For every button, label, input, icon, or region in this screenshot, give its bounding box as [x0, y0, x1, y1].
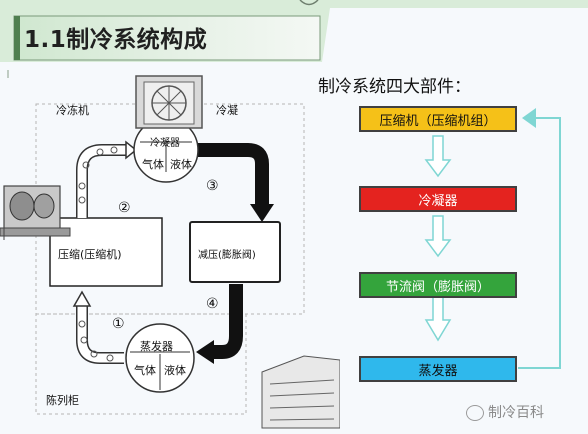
flow-arrow-2: [424, 215, 452, 258]
step-4-marker: ④: [206, 296, 219, 312]
evaporator-liquid-label: 液体: [164, 364, 186, 377]
expansion-box-shape: [189, 221, 281, 283]
step-2-marker: ②: [118, 200, 131, 216]
title-band: [0, 0, 588, 78]
page-title: 1.1制冷系统构成: [24, 27, 208, 53]
watermark: 制冷百科: [466, 402, 544, 422]
refrigeration-diagram: [0, 75, 340, 429]
showcase-region-outline: [35, 313, 247, 415]
freezer-region-label: 冷冻机: [56, 104, 89, 117]
flow-step-throttle-valve: 节流阀（膨胀阀）: [359, 272, 517, 298]
flow-arrow-1: [424, 135, 452, 178]
display-showcase: [261, 355, 340, 429]
flow-step-condenser: 冷凝器: [359, 186, 517, 212]
flow-step-compressor: 压缩机（压缩机组）: [359, 106, 517, 132]
condenser-liquid-label: 液体: [170, 158, 192, 171]
watermark-text: 制冷百科: [488, 405, 544, 421]
flow-return-line: [518, 117, 561, 369]
flow-title: 制冷系统四大部件：: [318, 77, 471, 97]
flow-return-arrowhead: [522, 108, 536, 128]
wechat-icon: [466, 405, 484, 421]
evaporator-gas-label: 气体: [134, 364, 156, 377]
condenser-fan-unit: [135, 75, 203, 129]
step-3-marker: ③: [206, 178, 219, 194]
compressor-unit-machine: [0, 185, 71, 240]
compressor-box-label: 压缩(压缩机): [58, 248, 122, 261]
condenser-gas-label: 气体: [142, 158, 164, 171]
condenser-label: 冷凝器: [150, 138, 180, 149]
condenser-to-expansion-arrow: [196, 143, 269, 206]
expansion-box-label: 减压(膨胀阀): [198, 250, 256, 261]
expansion-to-evaporator-arrow: [212, 284, 243, 359]
flow-arrows: [424, 108, 561, 369]
flow-arrow-3: [424, 295, 452, 342]
showcase-region-label: 陈列柜: [46, 394, 79, 407]
flow-step-evaporator: 蒸发器: [359, 356, 517, 382]
condense-region-label: 冷凝: [216, 104, 238, 117]
step-1-marker: ①: [112, 316, 125, 332]
evaporator-label: 蒸发器: [140, 340, 173, 353]
